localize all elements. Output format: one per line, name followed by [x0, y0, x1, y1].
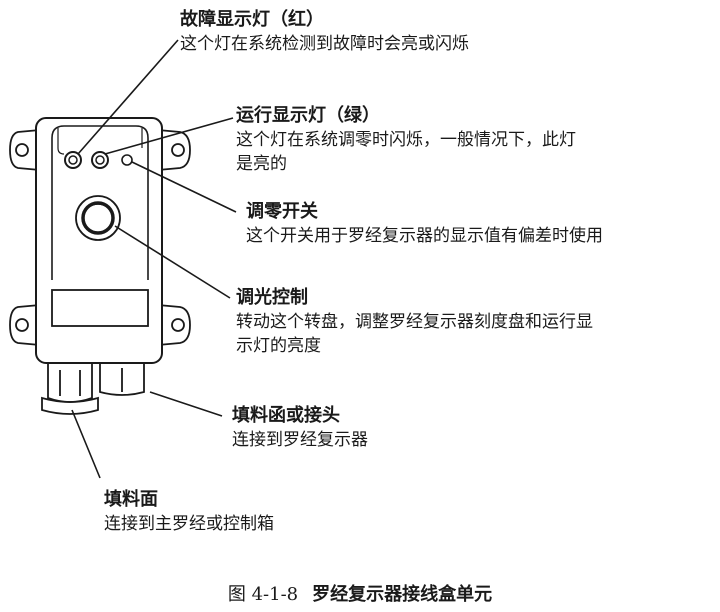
callout-packing: 填料面 连接到主罗经或控制箱 — [104, 488, 274, 536]
callout-fault-light: 故障显示灯（红） 这个灯在系统检测到故障时会亮或闪烁 — [180, 8, 469, 56]
zero-switch — [121, 154, 133, 166]
callout-title: 填料面 — [104, 489, 158, 510]
callout-desc: 示灯的亮度 — [236, 336, 321, 356]
callout-desc: 转动这个转盘，调整罗经复示器刻度盘和运行显 — [236, 312, 593, 332]
callout-desc: 这个灯在系统调零时闪烁，一般情况下，此灯 — [236, 130, 576, 150]
fault-light-red — [64, 151, 82, 169]
callout-gland: 填料函或接头 连接到罗经复示器 — [232, 404, 368, 452]
leader-packing — [71, 409, 101, 479]
mounting-ear-bottom-right — [157, 304, 191, 346]
dimmer-dial — [75, 195, 121, 241]
label-plate — [51, 289, 149, 327]
callout-desc: 这个灯在系统检测到故障时会亮或闪烁 — [180, 34, 469, 54]
callout-zero-switch: 调零开关 这个开关用于罗经复示器的显示值有偏差时使用 — [246, 200, 603, 248]
callout-title: 调光控制 — [236, 287, 308, 308]
gland-right — [99, 363, 145, 396]
callout-title: 调零开关 — [246, 201, 318, 222]
mounting-ear-top-right — [157, 129, 191, 171]
run-light-green — [91, 151, 109, 169]
leader-gland — [149, 391, 223, 417]
gland-left — [41, 363, 99, 415]
callout-desc: 这个开关用于罗经复示器的显示值有偏差时使用 — [246, 226, 603, 246]
figure-caption: 图 4-1-8 罗经复示器接线盒单元 — [0, 580, 720, 606]
callout-title: 运行显示灯（绿） — [236, 105, 380, 126]
figure-number: 图 4-1-8 — [227, 584, 299, 605]
callout-title: 故障显示灯（红） — [180, 9, 324, 30]
figure-title: 罗经复示器接线盒单元 — [312, 584, 493, 605]
callout-title: 填料函或接头 — [232, 405, 340, 426]
leader-run-light — [104, 117, 234, 155]
leader-fault-light — [77, 39, 179, 155]
callout-dimmer: 调光控制 转动这个转盘，调整罗经复示器刻度盘和运行显 示灯的亮度 — [236, 286, 593, 358]
mounting-ear-top-left — [9, 129, 41, 171]
callout-desc: 是亮的 — [236, 154, 287, 174]
callout-run-light: 运行显示灯（绿） 这个灯在系统调零时闪烁，一般情况下，此灯 是亮的 — [236, 104, 576, 176]
leader-zero-switch — [131, 161, 237, 213]
inner-panel — [51, 125, 149, 280]
leader-dimmer — [114, 225, 231, 299]
mounting-ear-bottom-left — [9, 304, 41, 346]
callout-desc: 连接到主罗经或控制箱 — [104, 514, 274, 534]
callout-desc: 连接到罗经复示器 — [232, 430, 368, 450]
